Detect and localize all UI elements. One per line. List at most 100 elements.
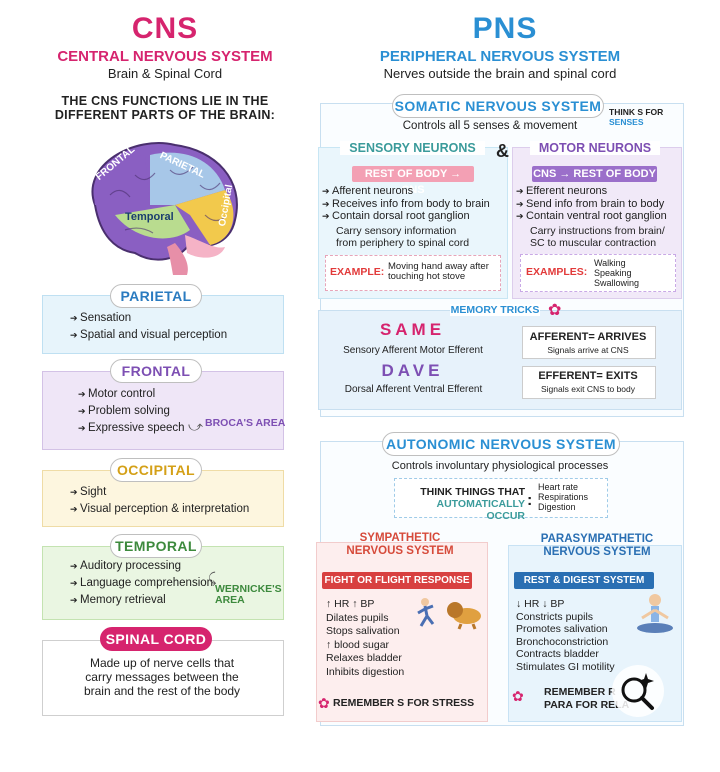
autonomic-thing: Respirations (538, 492, 589, 502)
list-item: Inhibits digestion (326, 665, 405, 678)
parasympathetic-remember-line2: PARA FOR RELA (544, 699, 630, 711)
motor-sub: Carry instructions from brain/ SC to mus… (530, 225, 665, 249)
list-item: Dilates pupils (326, 611, 389, 624)
motor-example-item: Swallowing (594, 278, 640, 288)
somatic-desc: Controls all 5 senses & movement (402, 120, 578, 132)
think-line2: SENSES (609, 117, 644, 127)
cns-functions-line2: DIFFERENT PARTS OF THE BRAIN: (54, 108, 276, 122)
sympathetic-remember: REMEMBER S FOR STRESS (333, 697, 475, 709)
somatic-think-note: THINK S FOR SENSES (609, 107, 663, 127)
afferent-desc: Signals arrive at CNS (547, 345, 629, 355)
motor-sub-line2: SC to muscular contraction (530, 237, 657, 249)
motor-tag: CNS → REST OF BODY (532, 166, 657, 182)
sympathetic-title-line2: NERVOUS SYSTEM (346, 545, 454, 557)
pns-desc: Nerves outside the brain and spinal cord (383, 66, 617, 81)
sensory-example-line1: Moving hand away after (388, 261, 489, 272)
dave-mnemonic: DAVE (381, 361, 444, 380)
sensory-example-line2: touching hot stove (388, 271, 466, 282)
pns-title: PNS (472, 12, 538, 45)
efferent-box (522, 366, 656, 399)
autonomic-desc: Controls involuntary physiological proce… (391, 460, 609, 472)
list-item: Visual perception & interpretation (70, 501, 249, 518)
list-item: Bronchoconstriction (516, 635, 609, 648)
same-mnemonic: SAME (379, 320, 446, 339)
autonomic-title: AUTONOMIC NERVOUS SYSTEM (382, 432, 620, 456)
list-item: Receives info from body to brain (322, 198, 490, 211)
autonomic-thing: Digestion (538, 502, 576, 512)
spinal-line2: carry messages between the (85, 670, 239, 684)
wernickes-area-note: WERNICKE'S AREA (215, 584, 282, 606)
search-sparkle-icon (621, 673, 654, 710)
list-item: ↑ blood sugar (326, 638, 390, 651)
sensory-sub: Carry sensory information from periphery… (336, 225, 469, 249)
list-item: Sensation (70, 310, 227, 327)
autonomic-think-box (394, 478, 608, 518)
autonomic-things: Heart rate Respirations Digestion (538, 482, 588, 512)
wernickes-line2: AREA (215, 594, 245, 606)
brocas-area-note: BROCA'S AREA (205, 417, 286, 429)
somatic-title: SOMATIC NERVOUS SYSTEM (392, 94, 604, 118)
list-item: Relaxes bladder (326, 652, 402, 664)
memory-title: MEMORY TRICKS (450, 304, 540, 316)
list-item: ↓ HR ↓ BP (516, 598, 565, 610)
afferent-box (522, 326, 656, 359)
autonomic-thing: Heart rate (538, 482, 579, 492)
brain-icon: ✿ (548, 302, 562, 319)
think-line1: THINK S FOR (609, 107, 664, 117)
list-item: Contracts bladder (516, 648, 599, 660)
running-person-lion-illustration (415, 596, 485, 635)
frontal-list: Motor control Problem solving Expressive… (78, 386, 185, 437)
brain-icon: ✿ (512, 688, 524, 704)
meditating-person-illustration (630, 590, 680, 645)
parasympathetic-title-line2: NERVOUS SYSTEM (543, 546, 651, 558)
curved-arrow-icon: ⤻ (188, 418, 203, 434)
spinal-cord-title: SPINAL CORD (100, 627, 212, 651)
spinal-line3: brain and the rest of the body (83, 684, 241, 698)
spinal-line1: Made up of nerve cells that (89, 656, 235, 670)
motor-examples: Walking Speaking Swallowing (594, 258, 639, 288)
sensory-list: Afferent neurons Receives info from body… (322, 185, 490, 223)
sympathetic-list: ↑ HR ↑ BP Dilates pupils Stops salivatio… (326, 598, 404, 679)
list-item: Sight (70, 484, 249, 501)
efferent-desc: Signals exit CNS to body (540, 384, 636, 394)
motor-sub-line1: Carry instructions from brain/ (530, 225, 665, 237)
pns-subtitle: PERIPHERAL NERVOUS SYSTEM (379, 48, 621, 65)
sensory-example-box (325, 255, 501, 291)
brain-label-temporal: Temporal (125, 211, 174, 223)
brain-illustration (75, 135, 245, 280)
lens-search-button[interactable] (612, 665, 664, 717)
list-item: Afferent neurons (322, 185, 490, 198)
list-item: ↑ HR ↑ BP (326, 598, 375, 610)
list-item: Stops salivation (326, 625, 400, 637)
parietal-title: PARIETAL (110, 284, 202, 308)
parasympathetic-tag: REST & DIGEST SYSTEM (514, 572, 654, 589)
wernickes-line1: WERNICKE'S (215, 583, 282, 595)
temporal-list: Auditory processing Language comprehensi… (70, 558, 213, 609)
list-item: Stimulates GI motility (516, 660, 615, 673)
cns-functions-line1: THE CNS FUNCTIONS LIE IN THE (61, 94, 269, 108)
list-item: Language comprehension (70, 575, 213, 592)
list-item: Contain dorsal root ganglion (322, 210, 490, 223)
motor-example-box (520, 254, 676, 292)
parasympathetic-remember: REMEMBER R PARA FOR RELA (544, 686, 629, 712)
temporal-title: TEMPORAL (110, 534, 202, 558)
sympathetic-tag: FIGHT OR FLIGHT RESPONSE (322, 572, 472, 589)
efferent-rule: EFFERENT= EXITS (538, 370, 638, 382)
autonomic-think: THINK THINGS THAT AUTOMATICALLY OCCUR (397, 486, 525, 522)
list-item: Promotes salivation (516, 623, 608, 635)
afferent-rule: AFFERENT= ARRIVES (529, 331, 647, 343)
list-item: Send info from brain to body (516, 198, 667, 211)
sensory-title: SENSORY NEURONS (340, 141, 485, 155)
motor-example-item: Walking (594, 258, 626, 268)
dave-desc: Dorsal Afferent Ventral Efferent (344, 384, 483, 395)
autonomic-think-line2: AUTOMATICALLY OCCUR (436, 498, 525, 522)
curved-arrow-icon: ⤹ (208, 570, 217, 586)
list-item: Memory retrieval (70, 592, 213, 609)
list-item: Contain ventral root ganglion (516, 210, 667, 223)
sensory-example: Moving hand away after touching hot stov… (388, 262, 489, 282)
cns-title: CNS (131, 12, 199, 45)
sensory-tag: REST OF BODY → CNS (352, 166, 474, 196)
list-item: Efferent neurons (516, 185, 667, 198)
parasympathetic-list: ↓ HR ↓ BP Constricts pupils Promotes sal… (516, 598, 615, 673)
autonomic-think-line1: THINK THINGS THAT (420, 486, 525, 498)
